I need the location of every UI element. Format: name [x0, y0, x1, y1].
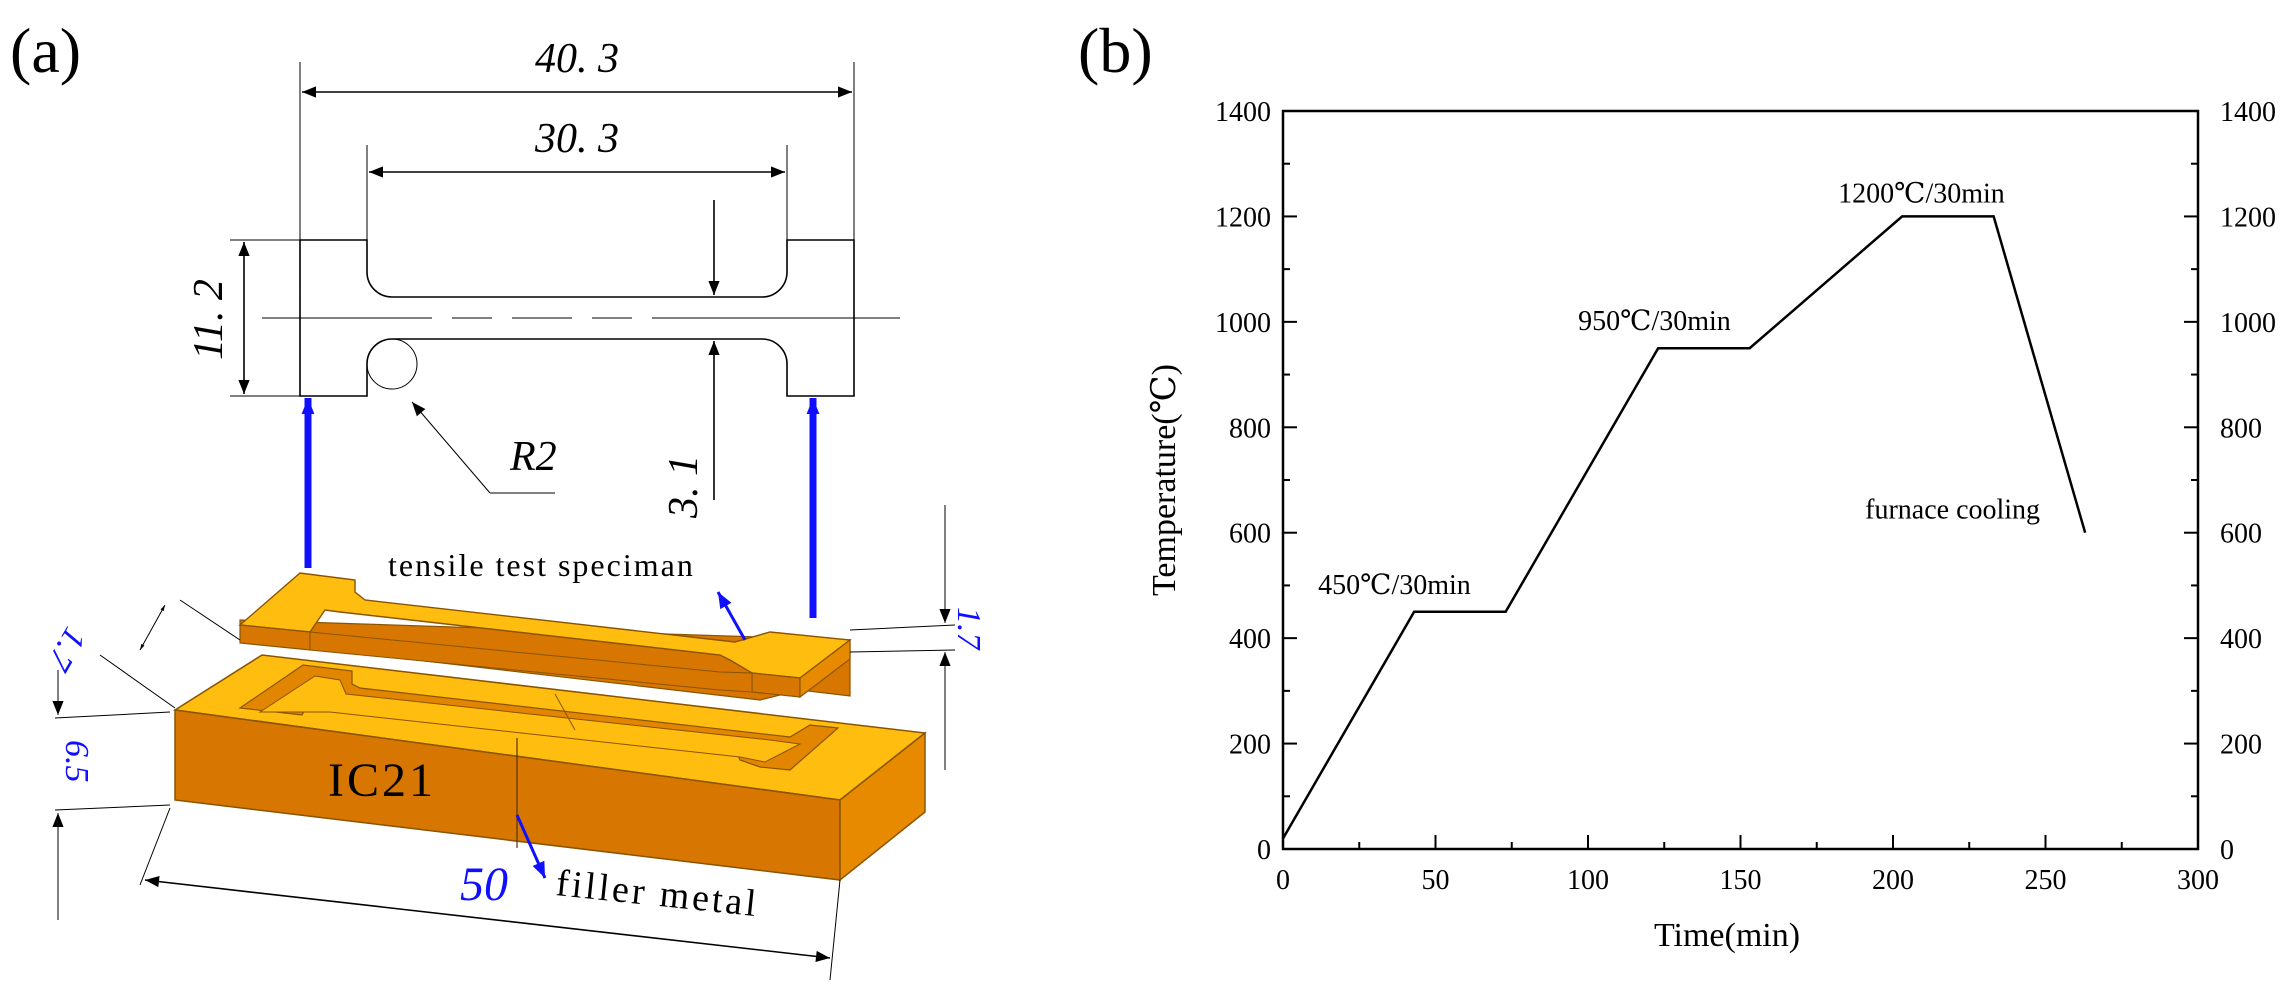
- y-tick-label-right: 1400: [2220, 97, 2276, 128]
- dim-gauge-width: 3. 1: [661, 455, 707, 519]
- block-side-face: [839, 731, 926, 882]
- y-tick-label-right: 200: [2220, 730, 2262, 761]
- panel-b-label: (b): [1078, 15, 1153, 86]
- dim-block-length: 50: [460, 858, 508, 911]
- label-filler: filler metal: [554, 862, 761, 925]
- y-tick-label: 1200: [1215, 202, 1271, 233]
- x-tick-label: 300: [2177, 865, 2219, 896]
- y-tick-label: 1000: [1215, 308, 1271, 339]
- x-tick-label: 100: [1567, 865, 1609, 896]
- panel-a: (a) 40. 3 30. 3 11. 2: [10, 15, 987, 981]
- y-tick-label: 200: [1229, 730, 1271, 761]
- x-axis-label: Time(min): [1654, 917, 1800, 954]
- annotation-label: 450℃/30min: [1318, 570, 1471, 601]
- y-tick-label: 0: [1257, 835, 1271, 866]
- dim-specimen-thickness-right: 1.7: [950, 607, 987, 652]
- x-tick-label: 50: [1422, 865, 1450, 896]
- dim-radius: R2: [509, 434, 557, 480]
- y-tick-label-right: 1200: [2220, 202, 2276, 233]
- y-axis-label: Temperature(℃): [1146, 364, 1183, 596]
- temperature-profile-line: [1281, 215, 2087, 840]
- dim-specimen-thickness-left: 1.7: [39, 621, 93, 678]
- fillet-circle: [366, 338, 418, 390]
- ic21-block: [172, 654, 927, 882]
- y-tick-label-right: 1000: [2220, 308, 2276, 339]
- y-tick-label: 1400: [1215, 97, 1271, 128]
- annotation-label: 1200℃/30min: [1838, 178, 2005, 209]
- annotation-label: furnace cooling: [1865, 495, 2040, 526]
- annotations: 450℃/30min 950℃/30min 1200℃/30min furnace c…: [1318, 178, 2040, 600]
- x-tick-label: 150: [1720, 865, 1762, 896]
- y-tick-label-right: 400: [2220, 624, 2262, 655]
- x-tick-label: 0: [1276, 865, 1290, 896]
- specimen-pointer-arrow: [716, 591, 747, 641]
- y-tick-label: 400: [1229, 624, 1271, 655]
- y-tick-label-right: 600: [2220, 519, 2262, 550]
- dims-3d: [52, 505, 956, 981]
- dim-width: 11. 2: [186, 279, 232, 360]
- dim-total-length: 40. 3: [535, 36, 619, 82]
- annotation-label: 950℃/30min: [1578, 306, 1731, 337]
- panel-a-label: (a): [10, 15, 81, 86]
- series-group: [1281, 215, 2087, 840]
- plot-frame: [1281, 109, 2200, 851]
- dim-block-height: 6.5: [58, 740, 95, 783]
- label-ic21: IC21: [328, 754, 436, 807]
- filler-pointer-arrow: [515, 814, 547, 879]
- x-tick-label: 250: [2025, 865, 2067, 896]
- specimen-3d: [238, 572, 852, 701]
- y-tick-label: 800: [1229, 413, 1271, 444]
- x-tick-label: 200: [1872, 865, 1914, 896]
- specimen-drawing: [230, 62, 900, 500]
- label-specimen: tensile test speciman: [388, 547, 695, 583]
- y-tick-label: 600: [1229, 519, 1271, 550]
- y-tick-label-right: 0: [2220, 835, 2234, 866]
- y-tick-label-right: 800: [2220, 413, 2262, 444]
- dim-gauge-length: 30. 3: [534, 116, 619, 162]
